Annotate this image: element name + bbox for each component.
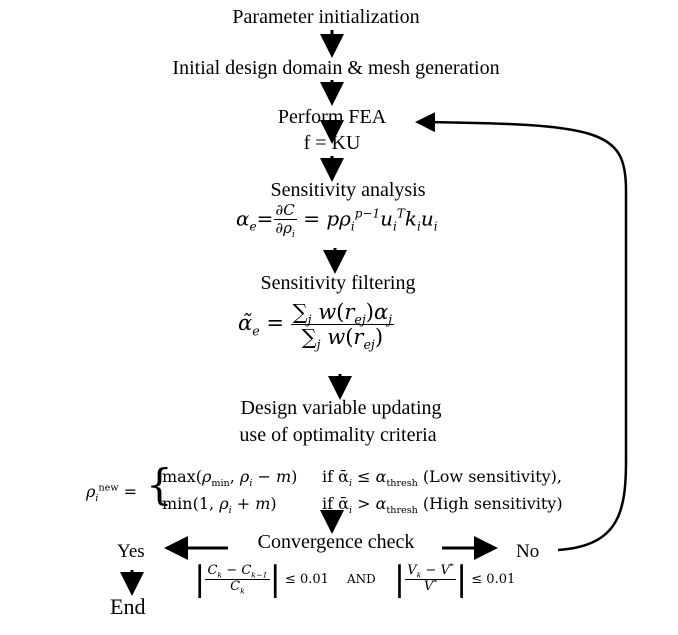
case-1-condition-text: if ᾱ bbox=[322, 467, 349, 486]
filtering-formula: α̃e = ∑j w(rej)αj∑j w(rej) bbox=[238, 300, 395, 353]
step-convergence-check: Convergence check bbox=[257, 531, 415, 553]
update-rule-case-1-condition: if ᾱi ≤ αthresh (Low sensitivity), bbox=[322, 467, 562, 490]
step-optimality-criteria: use of optimality criteria bbox=[239, 424, 437, 446]
update-rule-lhs: ρinew = bbox=[86, 482, 138, 505]
step-sensitivity-filtering: Sensitivity filtering bbox=[260, 272, 416, 294]
tolerance-1: ≤ 0.01 bbox=[284, 571, 329, 587]
criteria-joiner: AND bbox=[346, 572, 376, 586]
step-perform-fea: Perform FEA bbox=[277, 106, 387, 128]
branch-yes: Yes bbox=[117, 541, 145, 562]
fea-equation: f = KU bbox=[303, 132, 361, 154]
step-design-variable-updating: Design variable updating bbox=[240, 397, 442, 419]
update-rule-case-1: max(ρmin, ρi − m) bbox=[162, 467, 298, 490]
loop-back-arrow bbox=[415, 112, 628, 552]
update-rule-brace: { bbox=[146, 460, 173, 509]
step-sensitivity-analysis: Sensitivity analysis bbox=[270, 179, 426, 201]
end-terminal: End bbox=[110, 594, 146, 619]
tolerance-2: ≤ 0.01 bbox=[471, 571, 516, 587]
step-domain-mesh-generation: Initial design domain & mesh generation bbox=[172, 57, 500, 79]
update-rule-case-2: min(1, ρi + m) bbox=[162, 494, 277, 517]
branch-no: No bbox=[516, 541, 540, 562]
sensitivity-formula: αe=∂C∂ρi = pρip−1uiTkiui bbox=[236, 201, 438, 241]
case-2-note: (High sensitivity) bbox=[422, 494, 563, 513]
update-rule-case-2-condition: if ᾱi > αthresh (High sensitivity) bbox=[322, 494, 563, 517]
case-1-note: (Low sensitivity), bbox=[422, 467, 562, 486]
step-parameter-initialization: Parameter initialization bbox=[232, 6, 420, 28]
case-2-condition-text: if ᾱ bbox=[322, 494, 349, 513]
